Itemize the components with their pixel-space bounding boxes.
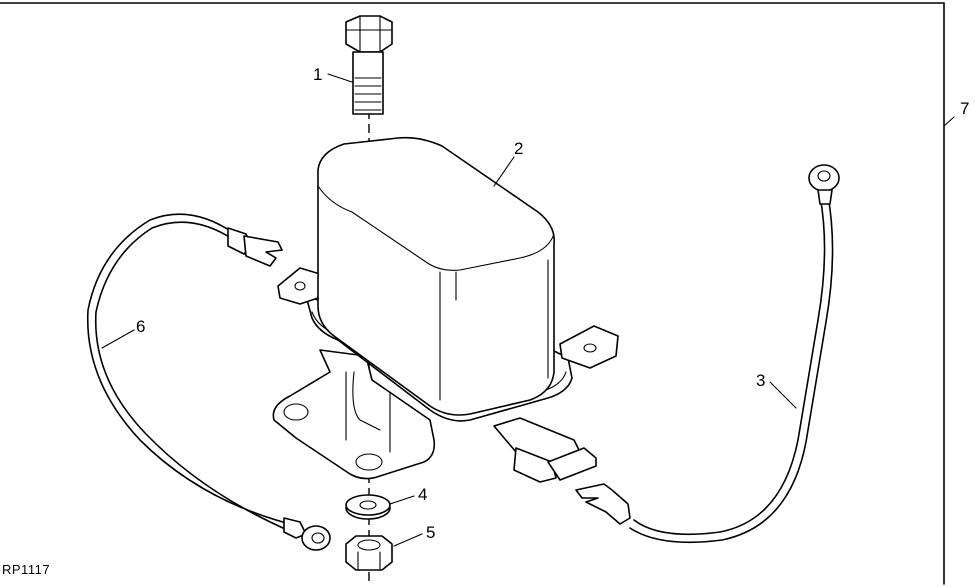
- callout-3: 3: [756, 371, 765, 390]
- nut: [345, 535, 393, 571]
- callout-1: 1: [313, 65, 322, 84]
- figure-reference: RP1117: [2, 562, 50, 577]
- diagram-frame: [0, 2, 945, 585]
- bolt: [345, 15, 393, 115]
- callout-6: 6: [136, 317, 145, 336]
- callout-2: 2: [514, 139, 523, 158]
- leader-lines: [101, 73, 955, 547]
- callout-7: 7: [960, 99, 969, 118]
- regulator-unit: [272, 136, 619, 483]
- callout-5: 5: [426, 523, 435, 542]
- ground-cable-right: [575, 164, 840, 544]
- ground-cable-left: [86, 213, 331, 551]
- washer: [345, 494, 391, 520]
- callout-4: 4: [418, 485, 427, 504]
